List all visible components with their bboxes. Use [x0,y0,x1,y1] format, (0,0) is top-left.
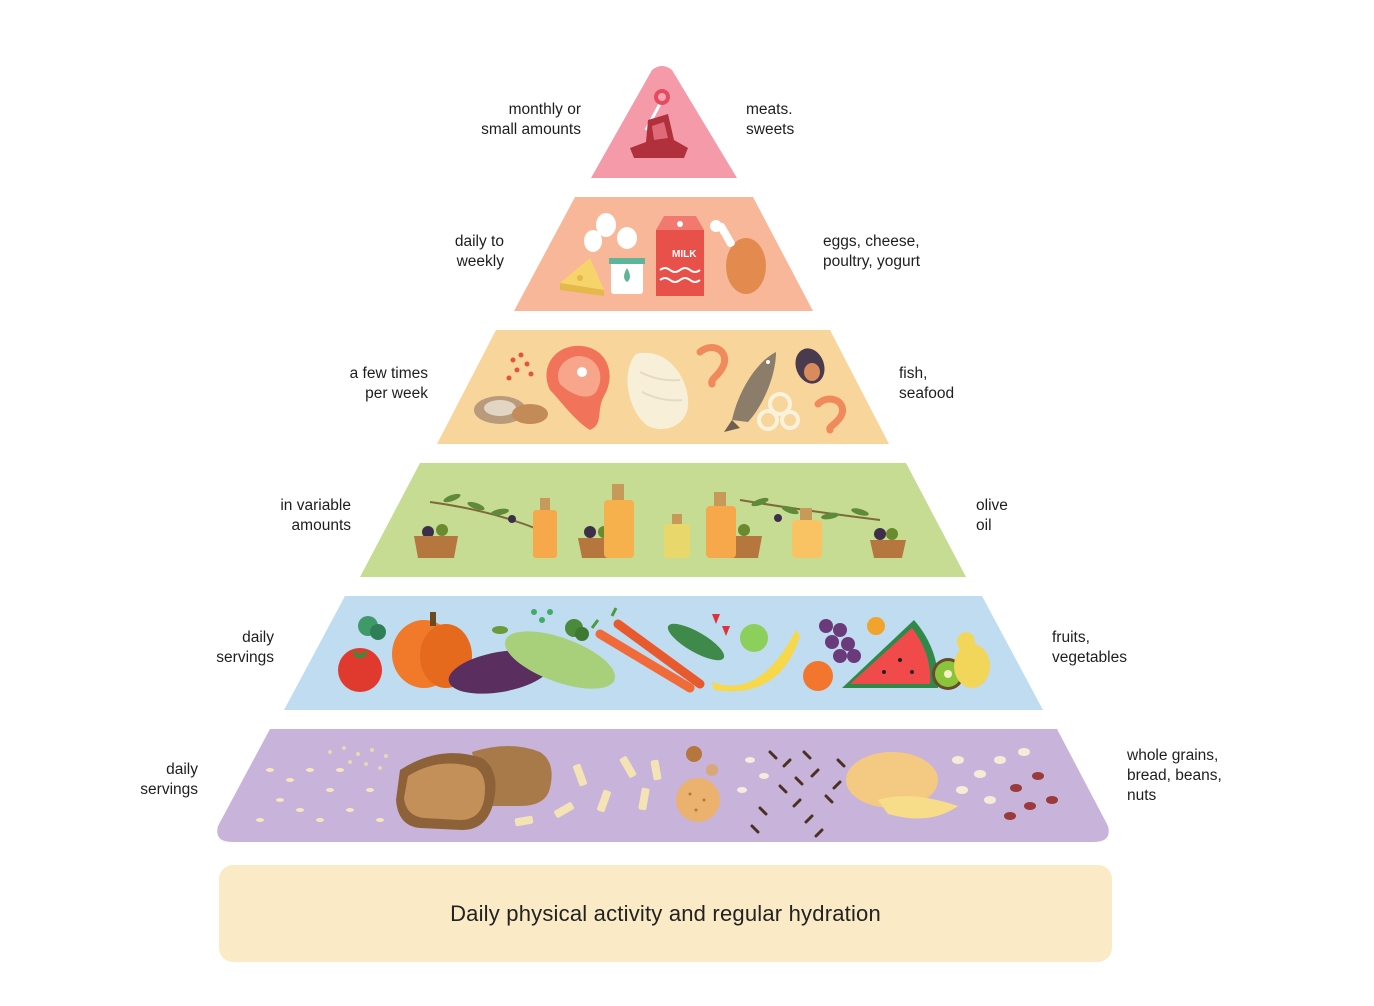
tier-5-frequency-label: daily servings [216,629,274,666]
mussel-icon [795,348,825,384]
tier-5-foods-label: fruits, vegetables [1052,629,1127,666]
zucchini-icon [492,626,616,689]
beans-icon [952,748,1058,820]
wild-rice-icon [750,750,846,838]
tier-1-frequency-label: monthly or small amounts [481,101,581,138]
oil-bottle-icon [533,498,557,558]
peas-icon [531,609,553,623]
tier-1-foods-label: meats. sweets [746,101,795,138]
pasta-icon [514,756,662,827]
milk-carton-icon: MILK [656,216,704,296]
tomato-icon [338,648,382,692]
tier-3-foods-label: fish, seafood [899,365,955,402]
tier-4-frequency-label: in variable amounts [280,497,351,534]
tier-2-frequency-label: daily to weekly [454,233,504,270]
tier-4-foods-label: olive oil [976,497,1008,534]
strawberry-icon [712,614,730,636]
potato-icon [846,752,958,819]
grapes-icon [819,619,861,663]
oil-bottle-icon [706,492,736,558]
tier-fruits-vegetables [284,596,1043,710]
olive-bowl-icon [414,524,458,558]
orange-icon [803,617,885,691]
tier-6-frequency-label: daily servings [140,761,198,798]
oil-bottle-icon [604,484,634,558]
carrots-icon [590,607,705,693]
oil-bottle-icon [792,508,822,558]
oats-icon [256,768,384,822]
apple-icon [740,624,768,652]
tier-meats-sweets [591,66,737,178]
fish-fillet-icon [627,352,689,430]
cheese-icon [560,258,604,296]
tier-3-frequency-label: a few times per week [349,365,428,402]
hazelnut-icon [686,746,718,776]
pear-icon [954,632,990,688]
fish-icon [724,352,776,432]
oyster-icon [474,396,548,424]
hydration-activity-base: Daily physical activity and regular hydr… [219,865,1112,962]
watermelon-icon [842,620,939,688]
grain-seeds-icon [328,746,388,770]
tier-2-foods-label: eggs, cheese, poultry, yogurt [823,233,921,270]
tier-olive-oil [360,463,966,577]
herb-icon [358,616,386,640]
squid-rings-icon [757,392,800,431]
eggs-icon [584,213,637,252]
milk-label: MILK [672,249,697,260]
broccoli-icon [565,619,589,641]
cucumber-icon [667,623,725,661]
banana-icon [712,630,800,692]
bread-icon [396,746,552,830]
salmon-steak-icon [546,345,610,430]
oil-bottle-icon [664,514,690,558]
tier-grains-beans-nuts [217,729,1109,842]
olive-bowl-icon [870,528,906,558]
tier-6-foods-label: whole grains, bread, beans, nuts [1127,747,1222,804]
cracker-icon [676,778,720,822]
tier-fish-seafood [437,330,889,444]
tier-eggs-dairy: MILK [514,197,813,311]
chicken-leg-icon [710,220,766,294]
yogurt-icon [609,258,645,294]
steak-icon [630,114,688,158]
spices-icon [506,352,534,381]
rice-icon [737,757,769,793]
base-label: Daily physical activity and regular hydr… [450,900,881,926]
shrimp-icon [696,344,847,434]
